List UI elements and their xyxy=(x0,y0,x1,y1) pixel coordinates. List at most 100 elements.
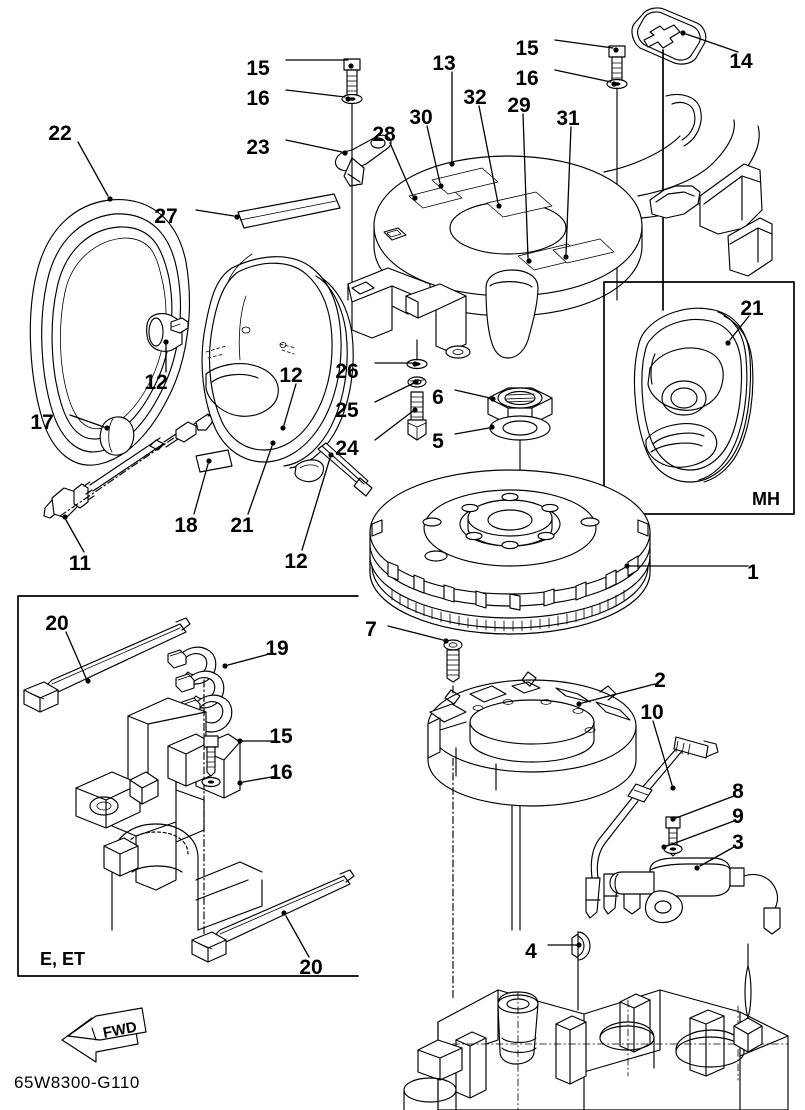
callout-16: 16 xyxy=(246,87,351,110)
leader-line xyxy=(283,383,297,426)
callout-number: 15 xyxy=(269,725,293,748)
leader-dot xyxy=(412,195,418,201)
leader-dot xyxy=(163,339,169,345)
leader-dot xyxy=(281,910,287,916)
engine-plug-cube xyxy=(733,943,763,1053)
leader-dot xyxy=(280,425,286,431)
part-17-cap-plug xyxy=(99,416,135,456)
callout-5: 5 xyxy=(432,424,495,453)
callout-number: 19 xyxy=(265,637,288,660)
leader-dot xyxy=(661,844,667,850)
callout-20: 20 xyxy=(45,612,91,684)
callout-number: 7 xyxy=(365,618,377,641)
leader-dot xyxy=(328,452,334,458)
callout-number: 25 xyxy=(335,399,359,422)
leader-dot xyxy=(412,361,418,367)
callout-6: 6 xyxy=(432,386,496,409)
callout-27: 27 xyxy=(154,205,240,228)
inset-frame-e-et xyxy=(17,595,359,977)
callout-number: 24 xyxy=(335,437,359,460)
callout-number: 18 xyxy=(174,514,198,537)
callout-number: 10 xyxy=(640,701,663,724)
callout-number: 23 xyxy=(246,136,269,159)
leader-line xyxy=(285,139,343,153)
part-20-cable-tie-lower xyxy=(191,869,355,963)
part-24-bolt xyxy=(407,391,427,441)
callout-number: 28 xyxy=(372,123,396,146)
inset-frame-mh xyxy=(603,281,795,515)
callout-number: 9 xyxy=(732,805,744,828)
leader-dot xyxy=(237,738,243,744)
callout-15: 15 xyxy=(237,725,293,748)
leader-line xyxy=(699,846,735,867)
callout-number: 12 xyxy=(144,371,167,394)
leader-line xyxy=(729,315,750,341)
callout-12: 12 xyxy=(279,364,303,431)
part-7-stator-bolt xyxy=(443,639,463,683)
leader-line xyxy=(478,105,499,204)
callout-26: 26 xyxy=(335,360,418,383)
callout-2: 2 xyxy=(576,669,666,707)
part-18-caution-label-plate xyxy=(195,449,233,473)
callout-number: 16 xyxy=(269,761,292,784)
fwd-orientation-marker xyxy=(61,1007,147,1063)
callout-21: 21 xyxy=(230,440,276,537)
leader-line xyxy=(652,720,673,786)
callout-number: 27 xyxy=(154,205,177,228)
inset-label-e-et: E, ET xyxy=(40,949,85,969)
callout-4: 4 xyxy=(525,940,582,963)
callout-number: 16 xyxy=(515,67,538,90)
leader-dot xyxy=(443,638,449,644)
callout-15: 15 xyxy=(246,57,354,80)
callout-number: 21 xyxy=(230,514,254,537)
leader-line xyxy=(581,683,656,704)
leader-dot xyxy=(107,196,113,202)
callout-number: 26 xyxy=(335,360,358,383)
leader-line xyxy=(242,775,278,783)
callout-number: 22 xyxy=(48,122,71,145)
leader-line xyxy=(374,382,415,403)
part-21-cover-grommet-seal-main xyxy=(201,253,354,483)
callout-1: 1 xyxy=(624,561,759,584)
leader-line xyxy=(454,427,490,435)
callout-number: 32 xyxy=(463,86,486,109)
leader-dot xyxy=(563,254,569,260)
leader-dot xyxy=(489,424,495,430)
drawing-code: 65W8300-G110 xyxy=(14,1073,140,1092)
leader-dot xyxy=(234,214,240,220)
callout-number: 3 xyxy=(732,831,744,854)
callout-number: 14 xyxy=(729,50,753,73)
part-2-stator-base-assembly xyxy=(427,671,637,807)
leader-dot xyxy=(670,785,676,791)
leader-line xyxy=(195,209,235,217)
callout-number: 12 xyxy=(279,364,302,387)
inset-mh-part-21 xyxy=(633,307,754,483)
callout-30: 30 xyxy=(409,106,444,189)
leader-dot xyxy=(611,81,617,87)
callout-number: 12 xyxy=(284,550,307,573)
part-20-cable-tie-upper xyxy=(23,617,191,713)
callout-13: 13 xyxy=(432,52,456,167)
leader-line xyxy=(193,463,209,515)
callout-number: 21 xyxy=(740,297,764,320)
callout-number: 30 xyxy=(409,106,432,129)
callout-number: 20 xyxy=(45,612,68,635)
callout-8: 8 xyxy=(670,780,744,822)
leader-line xyxy=(227,652,274,666)
callout-number: 2 xyxy=(654,669,666,692)
part-6-flywheel-nut xyxy=(487,387,553,425)
leader-dot xyxy=(413,379,419,385)
leader-line xyxy=(666,820,735,847)
callout-number: 20 xyxy=(299,956,322,979)
callout-number: 15 xyxy=(246,57,270,80)
part-14-starter-handle-plate xyxy=(631,7,707,65)
callout-number: 11 xyxy=(69,552,92,575)
leader-dot xyxy=(345,96,351,102)
callout-23: 23 xyxy=(246,136,348,159)
part-8-coil-bolt xyxy=(665,816,681,857)
callout-number: 13 xyxy=(432,52,455,75)
leader-line xyxy=(65,519,85,553)
callout-17: 17 xyxy=(30,411,110,434)
callout-28: 28 xyxy=(372,123,418,201)
